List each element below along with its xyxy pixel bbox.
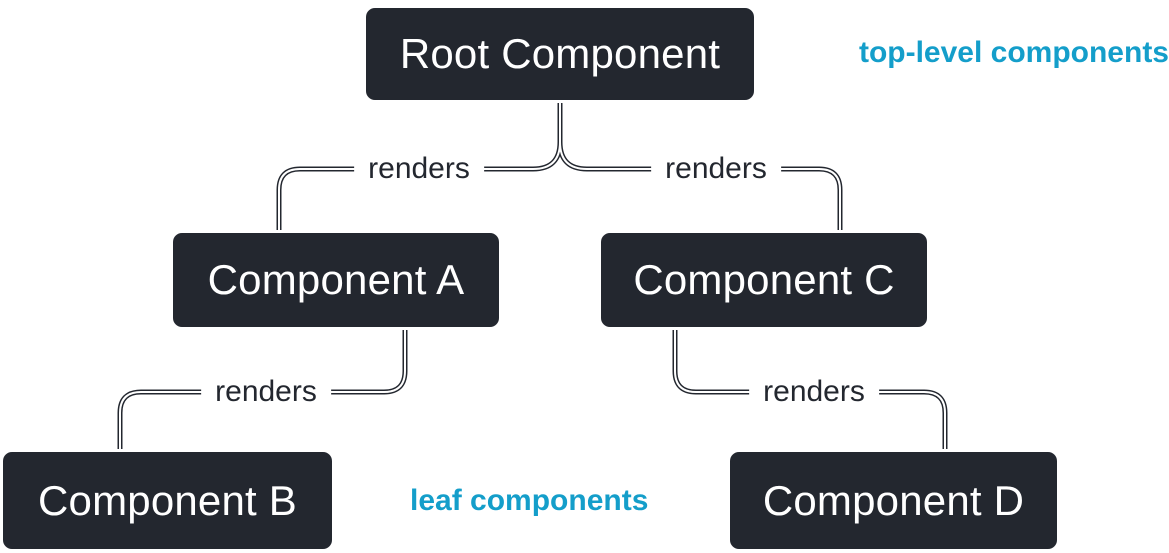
node-component-d: Component D: [727, 449, 1060, 552]
edge-label-renders-root-to-c: renders: [651, 151, 781, 187]
edge-label-renders-c-to-d: renders: [749, 374, 879, 410]
node-component-c: Component C: [598, 230, 930, 330]
edge-label-renders-a-to-b: renders: [201, 374, 331, 410]
node-component-b: Component B: [0, 449, 335, 552]
annotation-top-level-components: top-level components: [858, 36, 1169, 69]
annotation-leaf-components: leaf components: [410, 484, 649, 517]
node-root-component: Root Component: [363, 5, 757, 103]
node-component-a: Component A: [170, 230, 502, 330]
edge-label-renders-root-to-a: renders: [354, 151, 484, 187]
